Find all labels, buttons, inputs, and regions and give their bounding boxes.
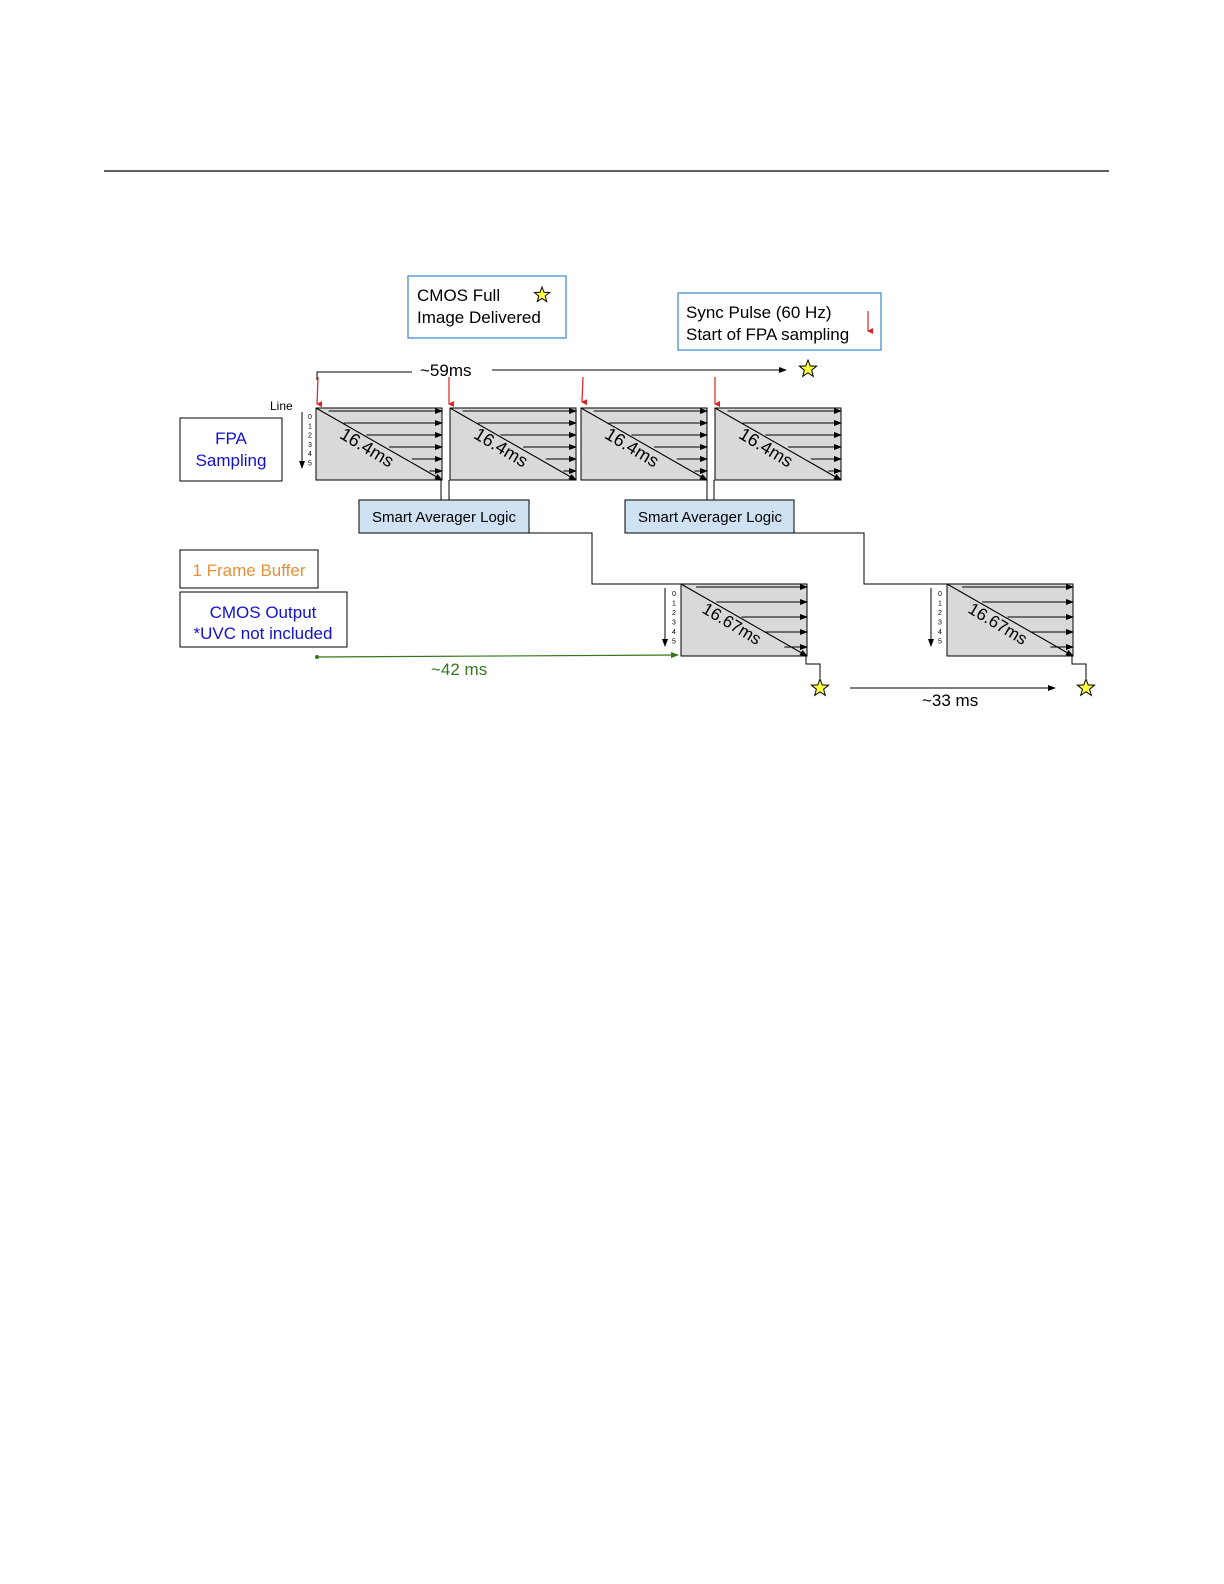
line-number: 1 [672, 601, 676, 608]
line-number: 0 [938, 591, 942, 598]
frame: 16.67ms [681, 584, 807, 656]
line-number: 0 [308, 414, 312, 421]
line-number: 4 [672, 629, 676, 636]
cmos-output-line2: *UVC not included [194, 624, 333, 643]
smart-averager-label: Smart Averager Logic [372, 509, 516, 526]
legend-cmos-full: CMOS Full Image Delivered [408, 276, 566, 338]
timing-59ms: ~59ms [317, 360, 817, 380]
sync-arrow-icon [582, 377, 583, 402]
legend-sync-line2: Start of FPA sampling [686, 325, 849, 344]
smart-averager-label: Smart Averager Logic [638, 509, 782, 526]
line-number: 3 [938, 620, 942, 627]
line-number: 3 [308, 442, 312, 449]
timing-42ms: ~42 ms [315, 655, 678, 679]
legend-sync-line1: Sync Pulse (60 Hz) [686, 303, 832, 322]
frame: 16.67ms [947, 584, 1073, 656]
line-number: 5 [308, 461, 312, 468]
legend-sync-pulse: Sync Pulse (60 Hz) Start of FPA sampling [678, 293, 881, 350]
frame: 16.4ms [715, 408, 841, 480]
line-number: 0 [672, 591, 676, 598]
fpa-label-line1: FPA [215, 429, 247, 448]
fpa-sampling-label: FPA Sampling [180, 418, 282, 481]
frame: 16.4ms [450, 408, 576, 480]
timing-42ms-label: ~42 ms [431, 660, 487, 679]
output-line-axis: 0 1 2 3 4 5 [665, 588, 676, 646]
star-icon [811, 679, 828, 695]
averager-connectors [441, 480, 714, 500]
line-number: 2 [938, 610, 942, 617]
output-line-axis: 0 1 2 3 4 5 [931, 588, 942, 646]
output-connectors [529, 533, 947, 584]
cmos-output-line1: CMOS Output [210, 603, 317, 622]
smart-averager-2: Smart Averager Logic [625, 500, 794, 533]
line-number: 4 [938, 629, 942, 636]
smart-averager-1: Smart Averager Logic [359, 500, 529, 533]
fpa-label-line2: Sampling [196, 451, 267, 470]
frame-buffer-text: 1 Frame Buffer [192, 561, 305, 580]
sync-pulses [317, 377, 715, 404]
frame: 16.4ms [581, 408, 707, 480]
cmos-output-label: CMOS Output *UVC not included [180, 592, 347, 647]
line-number: 2 [308, 433, 312, 440]
timing-33ms-label: ~33 ms [922, 691, 978, 710]
line-label: Line [270, 399, 293, 413]
line-number: 3 [672, 620, 676, 627]
output-delivery: ~33 ms [806, 656, 1095, 710]
timing-59ms-label: ~59ms [420, 361, 472, 380]
line-number: 2 [672, 610, 676, 617]
sync-arrow-icon [317, 377, 318, 404]
line-number: 1 [938, 601, 942, 608]
star-icon [1077, 679, 1094, 695]
line-number: 4 [308, 451, 312, 458]
star-icon [799, 360, 816, 376]
cmos-output-frames: 0 1 2 3 4 5 16.67ms 0 1 2 3 4 5 16.67ms [665, 584, 1073, 656]
line-number: 5 [672, 639, 676, 646]
frame: 16.4ms [316, 408, 442, 480]
line-number: 1 [308, 423, 312, 430]
frame-buffer-label: 1 Frame Buffer [180, 550, 318, 588]
line-number: 5 [938, 639, 942, 646]
legend-cmos-full-line2: Image Delivered [417, 308, 541, 327]
legend-cmos-full-line1: CMOS Full [417, 286, 500, 305]
